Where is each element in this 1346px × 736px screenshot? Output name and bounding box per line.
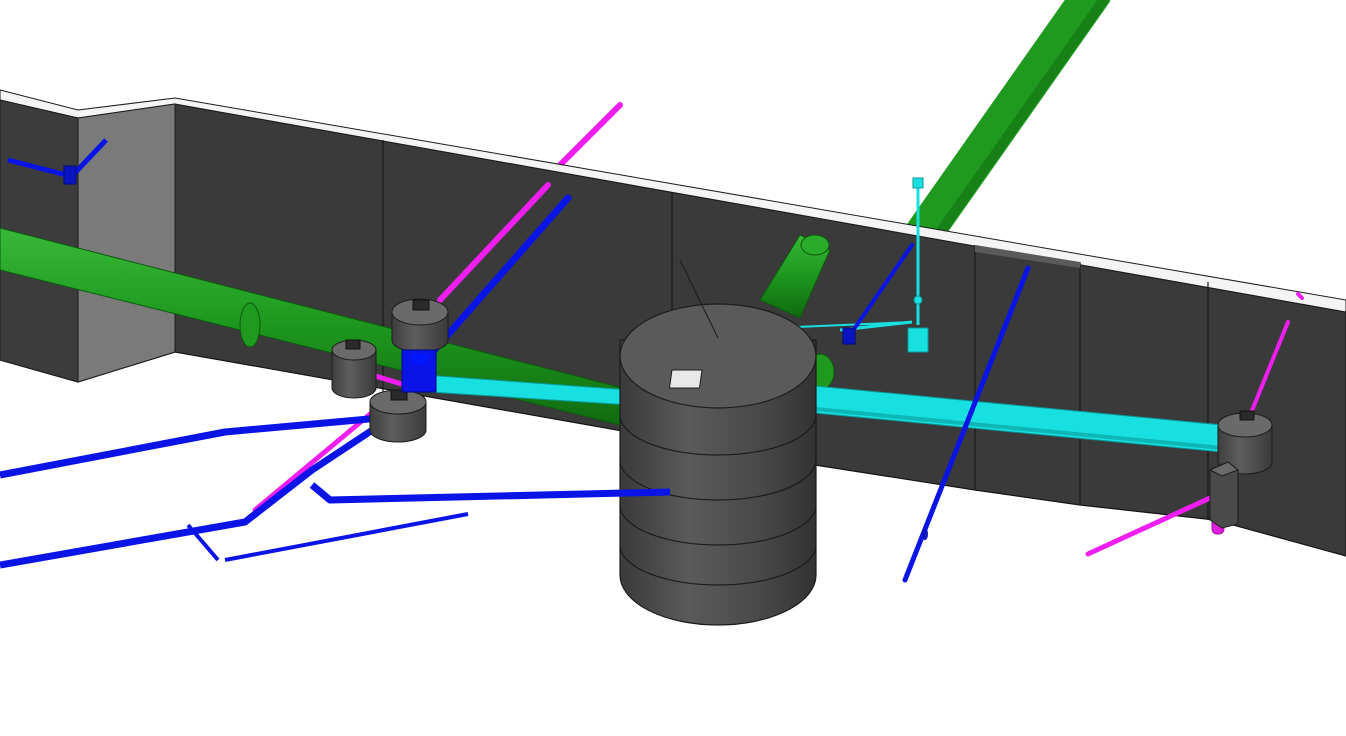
wall-pilaster [77,103,176,383]
blue-pipe-riser-branch[interactable] [850,243,914,334]
cyan-valve-box[interactable] [907,327,929,353]
tank-lid[interactable] [619,303,817,409]
blue-pipe-diagonal-right[interactable] [902,265,1031,583]
manhole-left-1[interactable] [331,339,377,399]
manhole-left-3[interactable] [369,389,427,443]
tank-hatch[interactable] [668,369,703,389]
magenta-pipe-left[interactable] [437,182,551,303]
manhole-right[interactable] [1217,410,1273,475]
green-pipe-upper-rear[interactable] [889,0,1111,271]
magenta-pipe-right-tip[interactable] [1296,292,1304,300]
magenta-pipe-rear[interactable] [557,102,623,168]
magenta-pipe-connector[interactable] [369,372,408,388]
green-pipe-upper-rear-shade [910,0,1110,271]
cyan-main-pipe[interactable] [424,374,1223,453]
magenta-pipe-left-lower[interactable] [252,407,378,513]
blue-pipe-network[interactable] [0,414,671,569]
green-pipe-coupling [239,302,261,348]
blue-fitting-small[interactable] [842,327,856,345]
blue-pipe-upper-left[interactable] [7,138,108,185]
blue-pipe-joint [922,528,928,540]
manhole-left-2[interactable] [391,298,449,353]
tank-vent-line [679,259,719,339]
blue-pipe-diagonal-left[interactable] [426,194,572,359]
storage-tank[interactable] [619,259,817,626]
magenta-pipe-right-lower[interactable] [1085,495,1213,557]
blue-fitting[interactable] [63,165,77,185]
wall-ledge [975,245,1080,268]
valve-box-right[interactable] [1208,461,1239,529]
